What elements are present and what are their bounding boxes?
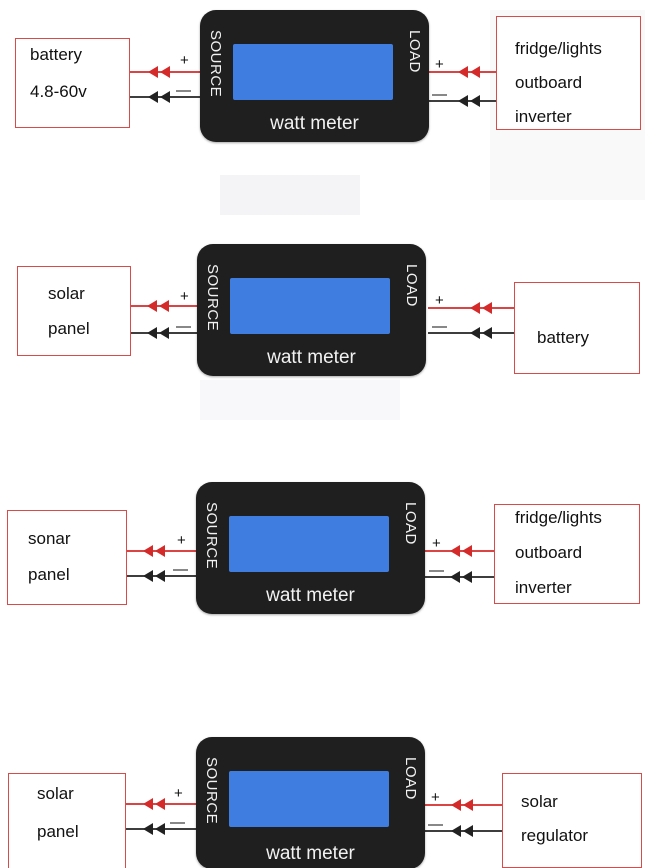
source-negative-wire (130, 91, 200, 103)
scan-artifact (200, 380, 400, 420)
source-label-line-1: solar (37, 784, 74, 803)
wires (127, 545, 494, 583)
source-terminal-label: SOURCE (207, 30, 224, 98)
source-label-line-1: solar (48, 284, 85, 303)
load-positive-wire (428, 66, 496, 78)
source-negative-wire (126, 823, 196, 835)
minus-sign: — (428, 816, 443, 833)
lcd-screen (229, 771, 389, 827)
watt-meter: SOURCE LOAD watt meter (200, 10, 429, 142)
plus-sign: + (432, 535, 441, 552)
lcd-screen (229, 516, 389, 572)
load-box: fridge/lights outboard inverter (496, 16, 641, 130)
minus-sign: — (176, 318, 191, 335)
watt-meter: SOURCE LOAD watt meter (197, 244, 426, 376)
plus-sign: + (180, 52, 189, 69)
load-label-line-3: inverter (515, 578, 572, 597)
source-negative-wire (127, 570, 196, 582)
load-box: solar regulator (502, 773, 642, 868)
scan-artifact (220, 175, 360, 215)
plus-sign: + (435, 56, 444, 73)
source-box: solar panel (17, 266, 131, 356)
watt-meter: SOURCE LOAD watt meter (196, 482, 425, 614)
source-label-line-2: 4.8-60v (30, 82, 87, 101)
wiring-diagram-3: sonar panel fridge/lights outboard inver… (0, 470, 652, 670)
source-negative-wire (131, 327, 200, 339)
source-terminal-label: SOURCE (203, 502, 220, 570)
load-label-line-1: solar (521, 792, 558, 811)
minus-sign: — (432, 318, 447, 335)
source-terminal-label: SOURCE (203, 757, 220, 825)
minus-sign: — (173, 561, 188, 578)
load-label-line-2: outboard (515, 73, 583, 92)
load-label-line-1: fridge/lights (515, 39, 602, 58)
load-negative-wire (425, 825, 502, 837)
source-terminal-label: SOURCE (204, 264, 221, 332)
load-box: fridge/lights outboard inverter (494, 504, 640, 604)
wiring-diagram-1: battery 4.8-60v fridge/lights outboard i… (0, 0, 652, 200)
load-terminal-label: LOAD (406, 30, 423, 73)
load-label-line-2: regulator (521, 826, 589, 845)
source-positive-wire (131, 300, 200, 312)
load-positive-wire (428, 302, 514, 314)
load-positive-wire (425, 799, 502, 811)
minus-sign: — (432, 86, 447, 103)
lcd-screen (230, 278, 390, 334)
meter-title: watt meter (266, 585, 355, 606)
minus-sign: — (429, 562, 444, 579)
meter-title: watt meter (270, 113, 359, 134)
load-terminal-label: LOAD (402, 757, 419, 800)
source-box: sonar panel (7, 510, 127, 605)
plus-sign: + (435, 292, 444, 309)
source-positive-wire (127, 545, 196, 557)
source-label-line-2: panel (37, 822, 79, 841)
plus-sign: + (431, 789, 440, 806)
load-negative-wire (425, 571, 494, 583)
wires (130, 66, 496, 107)
plus-sign: + (174, 785, 183, 802)
source-positive-wire (130, 66, 200, 78)
load-negative-wire (428, 95, 496, 107)
source-box: battery 4.8-60v (15, 38, 130, 128)
load-label-line-3: inverter (515, 107, 572, 126)
load-terminal-label: LOAD (403, 264, 420, 307)
load-label-line-1: fridge/lights (515, 508, 602, 527)
load-terminal-label: LOAD (402, 502, 419, 545)
load-label-line-1: battery (537, 328, 589, 347)
meter-title: watt meter (266, 843, 355, 864)
wiring-diagram-2: solar panel battery + — + — SOURCE LOAD … (0, 236, 652, 436)
load-negative-wire (428, 327, 514, 339)
minus-sign: — (170, 814, 185, 831)
source-box: solar panel (8, 773, 126, 868)
plus-sign: + (180, 288, 189, 305)
lcd-screen (233, 44, 393, 100)
plus-sign: + (177, 532, 186, 549)
minus-sign: — (176, 82, 191, 99)
wires (126, 798, 502, 837)
source-label-line-1: sonar (28, 529, 71, 548)
source-label-line-1: battery (30, 45, 82, 64)
source-label-line-2: panel (48, 319, 90, 338)
wires (131, 300, 514, 339)
wiring-diagram-4: solar panel solar regulator + — + — SOUR… (0, 735, 652, 868)
watt-meter: SOURCE LOAD watt meter (196, 737, 425, 868)
load-label-line-2: outboard (515, 543, 583, 562)
load-box: battery (514, 282, 640, 374)
load-positive-wire (425, 545, 494, 557)
source-positive-wire (126, 798, 196, 810)
meter-title: watt meter (267, 347, 356, 368)
source-label-line-2: panel (28, 565, 70, 584)
